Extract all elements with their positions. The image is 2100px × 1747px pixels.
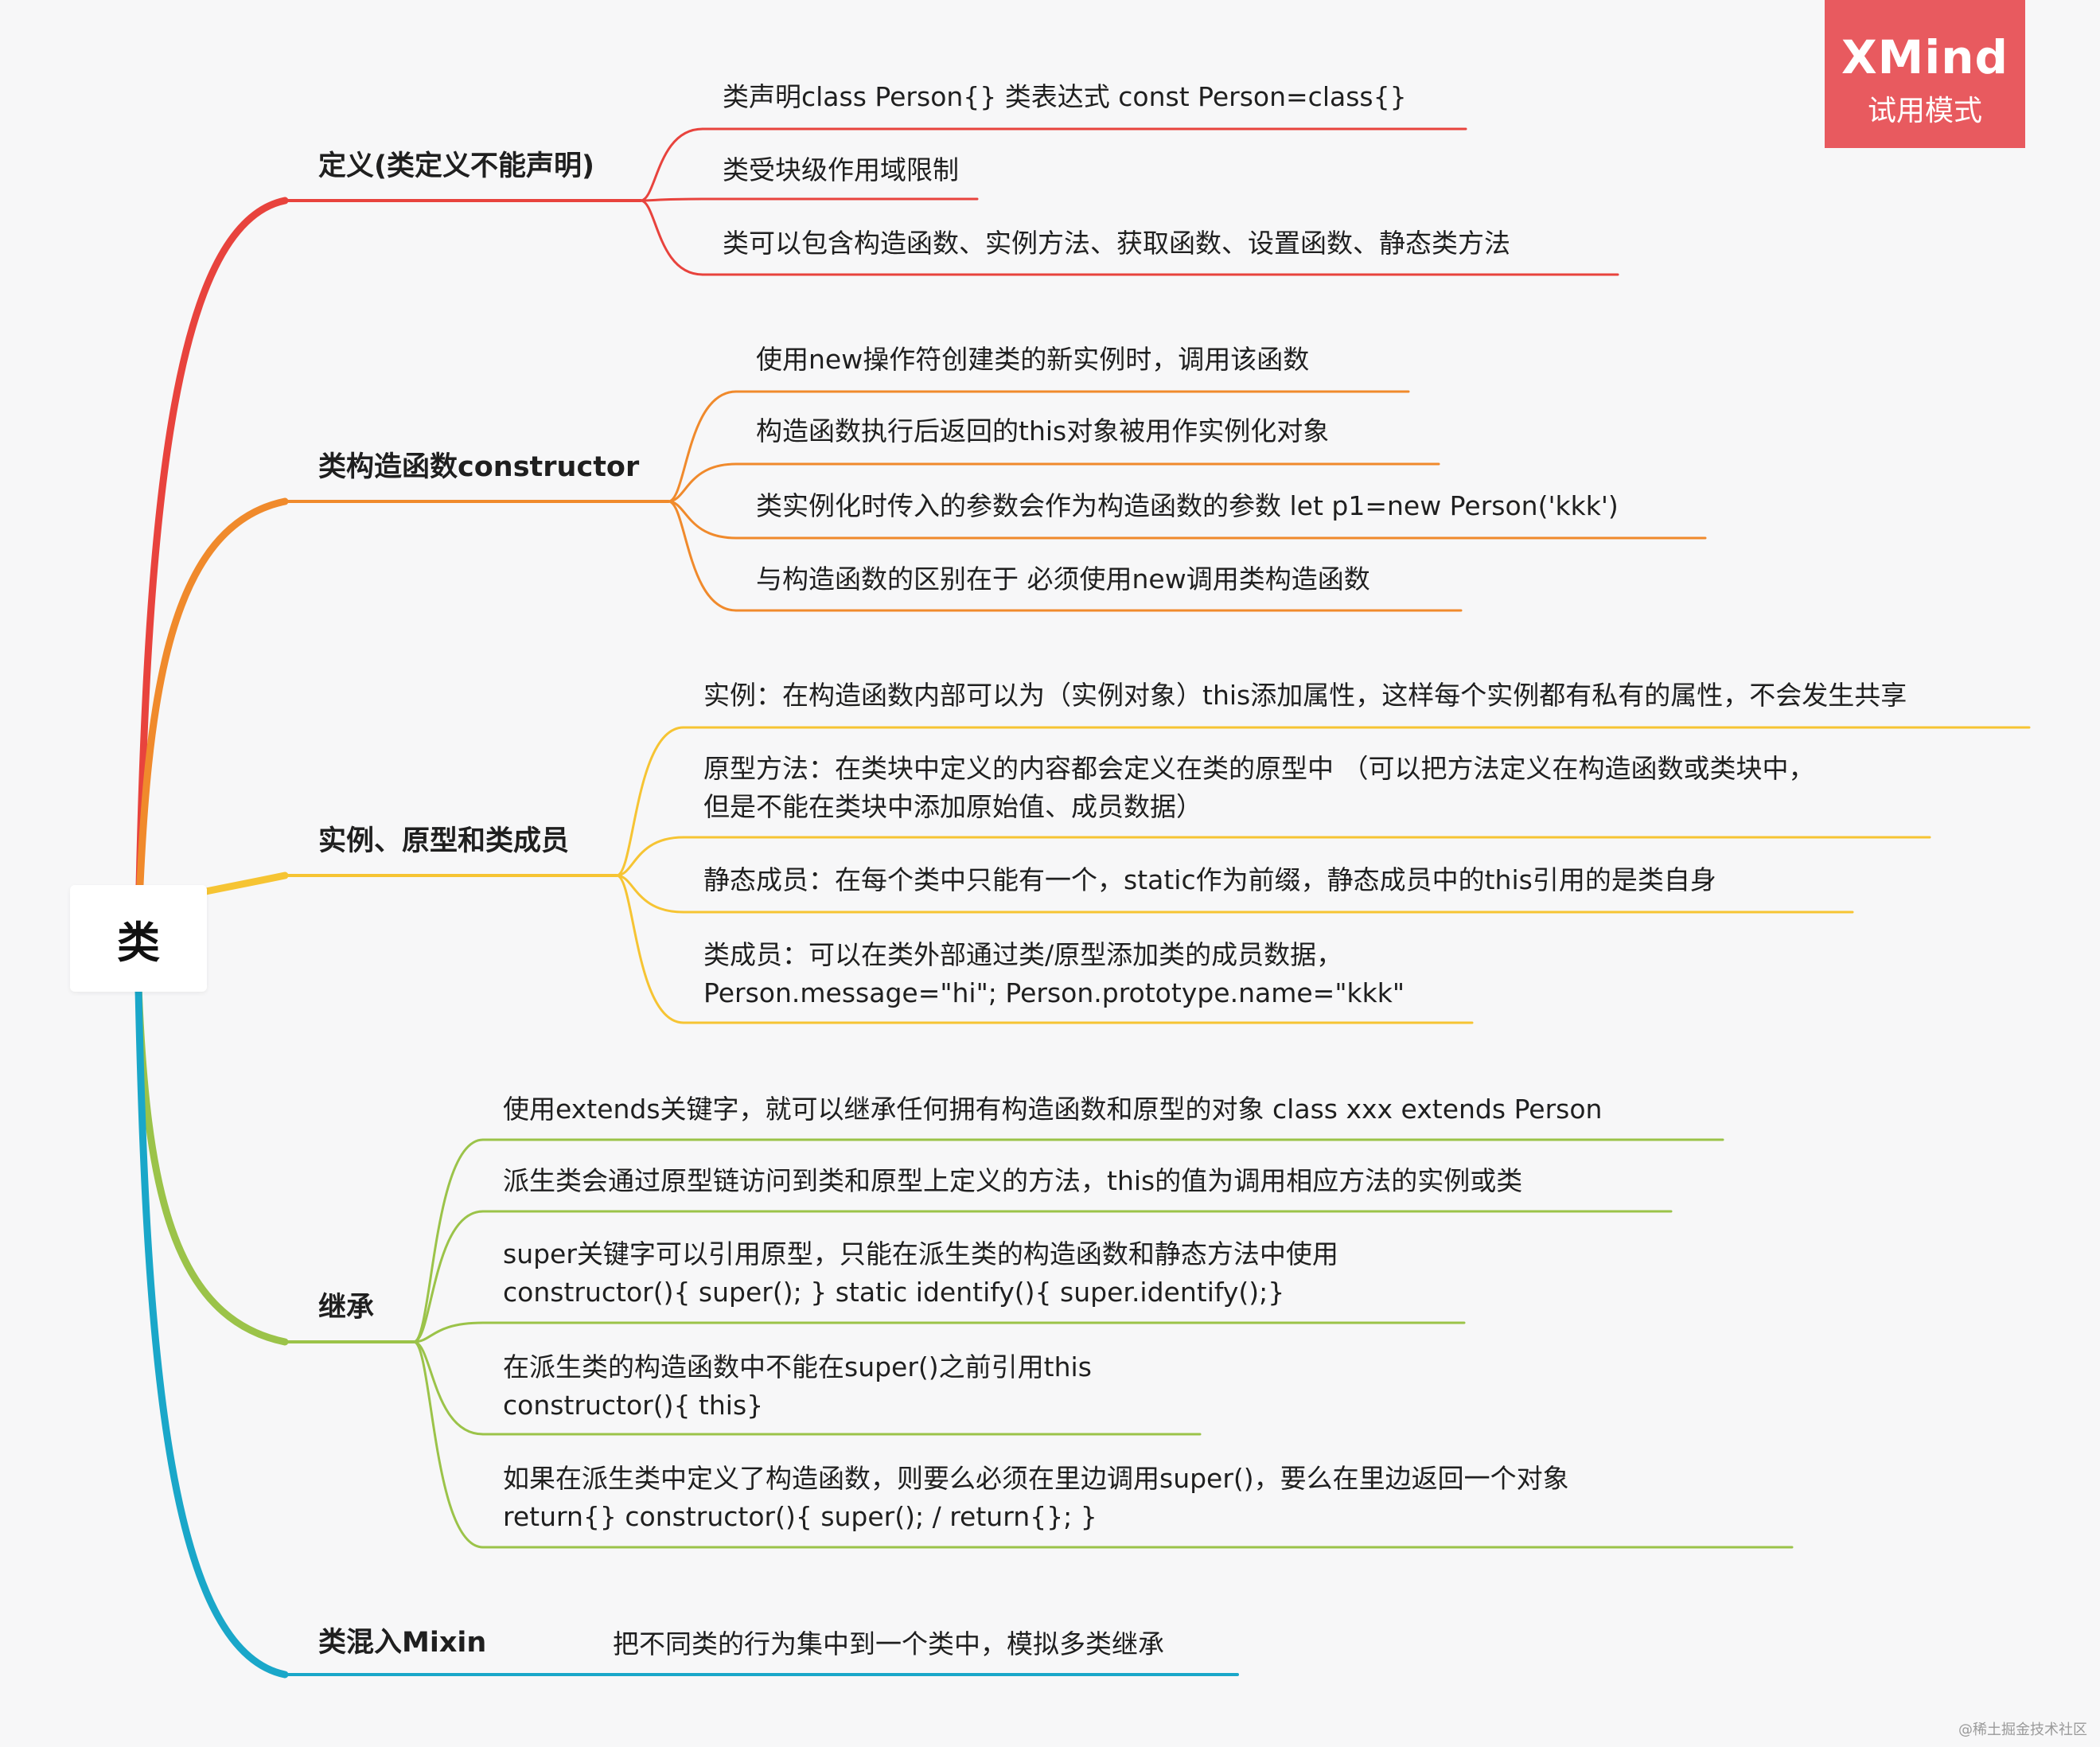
leaf-text-line: 类受块级作用域限制 (723, 154, 959, 185)
branch-connector-definition (134, 197, 289, 927)
watermark: @稀土掘金技术社区 (1958, 1722, 2087, 1738)
leaf-connector-inherit-4 (412, 1340, 485, 1549)
leaf-connector-constructor-0 (667, 390, 738, 503)
root-node[interactable]: 类 (70, 885, 207, 992)
leaf-node-constructor-2[interactable]: 类实例化时传入的参数会作为构造函数的参数 let p1=new Person('… (756, 487, 1619, 525)
leaf-node-constructor-1[interactable]: 构造函数执行后返回的this对象被用作实例化对象 (756, 412, 1329, 450)
leaf-connector-members-1 (615, 836, 685, 877)
leaf-text-line: 在派生类的构造函数中不能在super()之前引用this (503, 1351, 1092, 1382)
leaf-text-line: 类可以包含构造函数、实例方法、获取函数、设置函数、静态类方法 (723, 228, 1510, 259)
leaf-node-members-3[interactable]: 类成员：可以在类外部通过类/原型添加类的成员数据， Person.message=… (703, 936, 1405, 1012)
leaf-connector-definition-2 (639, 199, 704, 276)
xmind-trial-badge: XMind 试用模式 (1825, 0, 2025, 148)
branch-connector-mixin (134, 985, 289, 1679)
leaf-text-line: 使用extends关键字，就可以继承任何拥有构造函数和原型的对象 class x… (503, 1094, 1603, 1125)
leaf-node-members-1[interactable]: 原型方法：在类块中定义的内容都会定义在类的原型中 （可以把方法定义在构造函数或类… (703, 750, 1815, 826)
leaf-node-mixin-0[interactable]: 把不同类的行为集中到一个类中，模拟多类继承 (613, 1625, 1164, 1663)
leaf-connector-definition-0 (639, 127, 704, 202)
leaf-text-line: 但是不能在类块中添加原始值、成员数据） (703, 791, 1202, 822)
leaf-connector-inherit-3 (412, 1340, 485, 1436)
leaf-connector-constructor-2 (667, 500, 738, 540)
leaf-text-line: 如果在派生类中定义了构造函数，则要么必须在里边调用super()，要么在里边返回… (503, 1463, 1569, 1494)
branch-connector-constructor (134, 497, 289, 929)
root-label: 类 (117, 917, 160, 968)
leaf-text-line: 把不同类的行为集中到一个类中，模拟多类继承 (613, 1628, 1164, 1659)
leaf-text-line: 实例：在构造函数内部可以为（实例对象）this添加属性，这样每个实例都有私有的属… (703, 680, 1907, 711)
leaf-text-line: 与构造函数的区别在于 必须使用new调用类构造函数 (756, 563, 1370, 595)
leaf-text-line: 派生类会通过原型链访问到类和原型上定义的方法，this的值为调用相应方法的实例或… (503, 1165, 1523, 1196)
leaf-node-constructor-3[interactable]: 与构造函数的区别在于 必须使用new调用类构造函数 (756, 560, 1370, 599)
leaf-connector-members-0 (615, 726, 685, 877)
leaf-connector-inherit-0 (412, 1138, 485, 1343)
leaf-node-inherit-4[interactable]: 如果在派生类中定义了构造函数，则要么必须在里边调用super()，要么在里边返回… (503, 1460, 1569, 1536)
branch-label-definition[interactable]: 定义(类定义不能声明) (318, 150, 594, 182)
leaf-node-definition-2[interactable]: 类可以包含构造函数、实例方法、获取函数、设置函数、静态类方法 (723, 224, 1510, 263)
leaf-node-definition-0[interactable]: 类声明class Person{} 类表达式 const Person=clas… (723, 78, 1407, 116)
leaf-connector-members-3 (615, 874, 685, 1024)
branch-connector-inherit (134, 983, 289, 1346)
branch-label-members[interactable]: 实例、原型和类成员 (318, 825, 570, 857)
leaf-node-members-0[interactable]: 实例：在构造函数内部可以为（实例对象）this添加属性，这样每个实例都有私有的属… (703, 677, 1907, 715)
leaf-node-inherit-3[interactable]: 在派生类的构造函数中不能在super()之前引用this constructor(… (503, 1348, 1092, 1425)
leaf-connector-inherit-2 (412, 1321, 485, 1343)
leaf-node-inherit-2[interactable]: super关键字可以引用原型，只能在派生类的构造函数和静态方法中使用 constr… (503, 1235, 1338, 1312)
leaf-node-members-2[interactable]: 静态成员：在每个类中只能有一个，static作为前缀，静态成员中的this引用的… (703, 861, 1716, 899)
leaf-text-line: Person.message="hi"; Person.prototype.na… (703, 977, 1405, 1008)
leaf-text-line: 静态成员：在每个类中只能有一个，static作为前缀，静态成员中的this引用的… (703, 864, 1716, 895)
leaf-text-line: constructor(){ super(); } static identif… (503, 1277, 1285, 1308)
leaf-text-line: 类声明class Person{} 类表达式 const Person=clas… (723, 81, 1407, 112)
leaf-text-line: return{} constructor(){ super(); / retur… (503, 1501, 1097, 1532)
leaf-text-line: constructor(){ this} (503, 1390, 764, 1421)
leaf-node-inherit-1[interactable]: 派生类会通过原型链访问到类和原型上定义的方法，this的值为调用相应方法的实例或… (503, 1162, 1522, 1200)
brand-title: XMind (1841, 30, 2009, 84)
leaf-text-line: 使用new操作符创建类的新实例时，调用该函数 (756, 344, 1310, 375)
leaf-text-line: 类成员：可以在类外部通过类/原型添加类的成员数据， (703, 939, 1343, 970)
leaf-node-constructor-0[interactable]: 使用new操作符创建类的新实例时，调用该函数 (756, 341, 1309, 379)
leaf-text-line: 构造函数执行后返回的this对象被用作实例化对象 (756, 415, 1330, 446)
leaf-connector-constructor-1 (667, 462, 738, 503)
branch-label-inherit[interactable]: 继承 (318, 1292, 375, 1324)
leaf-node-inherit-0[interactable]: 使用extends关键字，就可以继承任何拥有构造函数和原型的对象 class x… (503, 1090, 1602, 1129)
leaf-text-line: super关键字可以引用原型，只能在派生类的构造函数和静态方法中使用 (503, 1238, 1338, 1269)
leaf-node-definition-1[interactable]: 类受块级作用域限制 (723, 151, 959, 189)
branch-label-mixin[interactable]: 类混入Mixin (318, 1627, 487, 1659)
leaf-text-line: 类实例化时传入的参数会作为构造函数的参数 let p1=new Person('… (756, 490, 1619, 521)
leaf-connector-definition-1 (639, 197, 704, 202)
leaf-connector-members-2 (615, 874, 685, 914)
leaf-connector-constructor-3 (667, 500, 738, 612)
leaf-connector-inherit-1 (412, 1210, 485, 1343)
leaf-text-line: 原型方法：在类块中定义的内容都会定义在类的原型中 （可以把方法定义在构造函数或类… (703, 753, 1815, 784)
branch-label-constructor[interactable]: 类构造函数constructor (318, 451, 640, 483)
brand-subtitle: 试用模式 (1867, 95, 1982, 127)
